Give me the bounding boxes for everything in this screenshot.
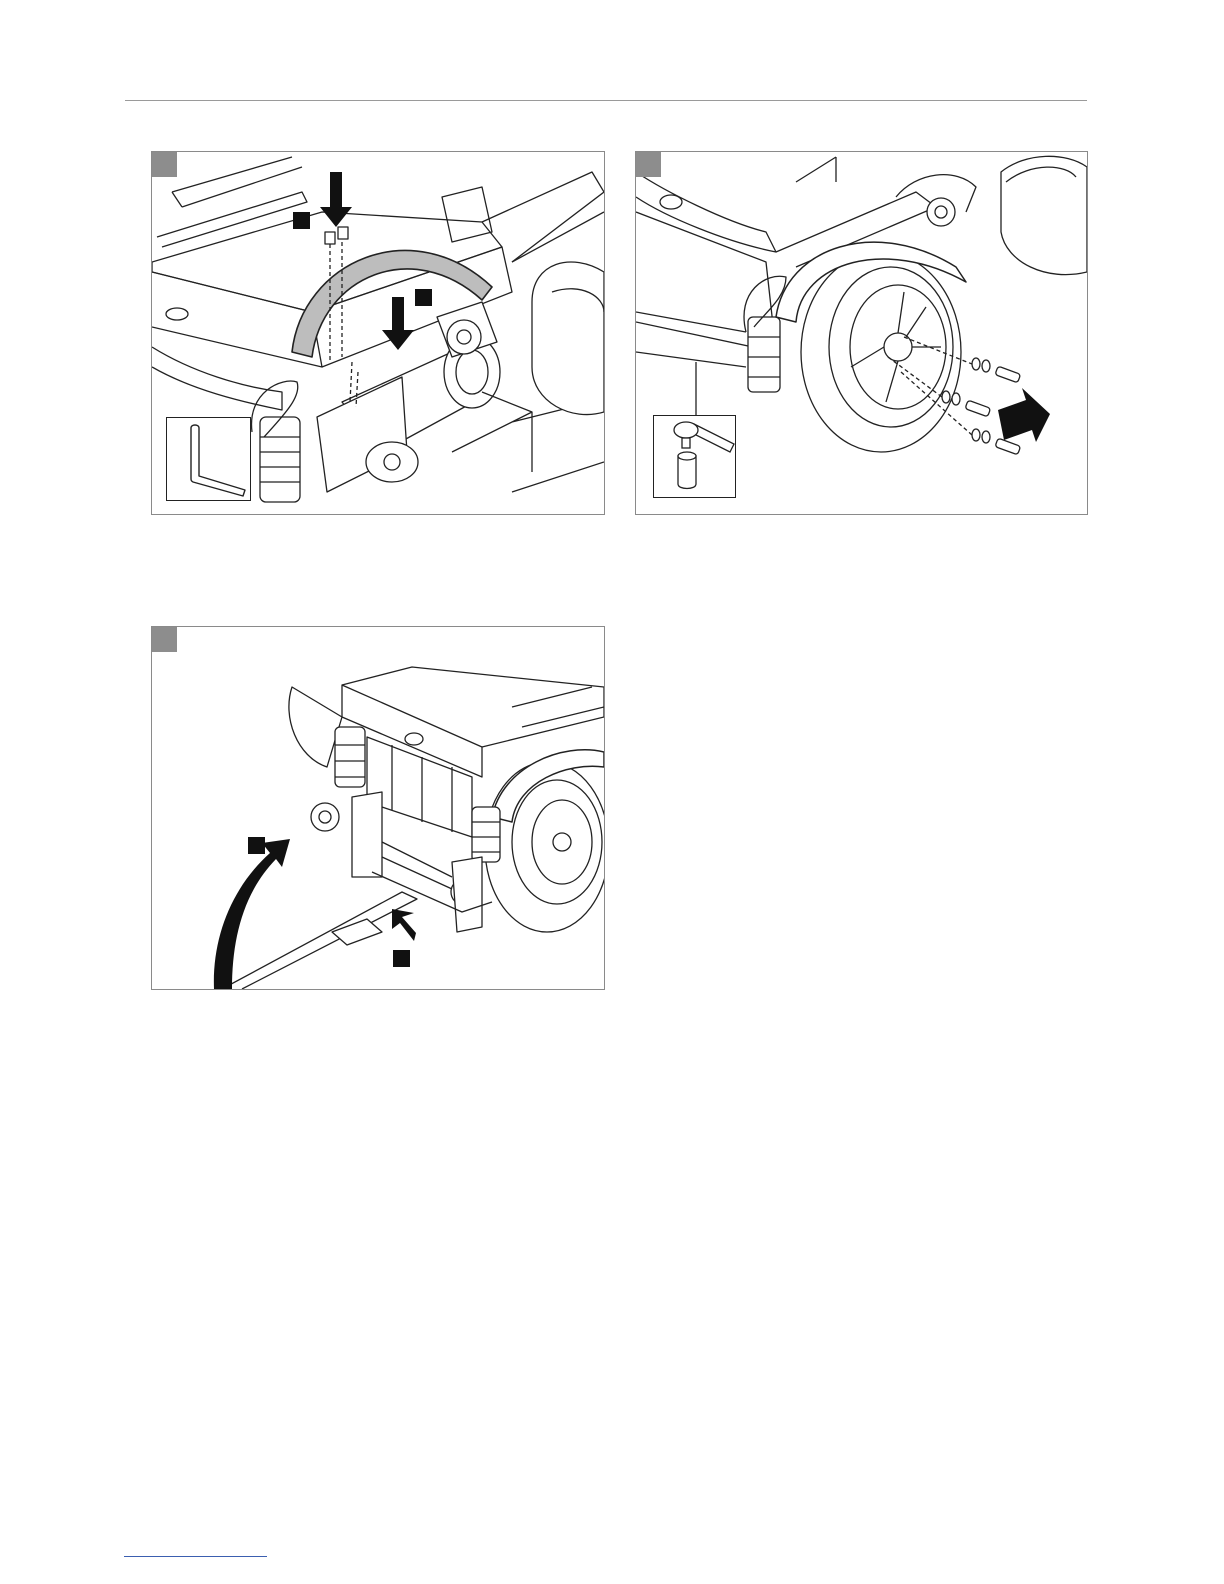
top-rule bbox=[125, 100, 1087, 101]
torque-wrench-inset bbox=[653, 415, 736, 498]
step-marker-1 bbox=[248, 837, 265, 854]
chassis-lifting-illustration bbox=[152, 627, 604, 989]
arrow-icon bbox=[998, 388, 1050, 442]
arrow-icon bbox=[392, 909, 416, 941]
figure-2-wheel-mounting bbox=[635, 151, 1088, 515]
figure-3-chassis-lifting bbox=[151, 626, 605, 990]
footer-link-line[interactable] bbox=[124, 1556, 267, 1557]
figure-tab bbox=[151, 626, 177, 652]
figure-tab bbox=[151, 151, 177, 177]
arrow-icon bbox=[214, 839, 290, 989]
figure-tab bbox=[635, 151, 661, 177]
step-marker-1 bbox=[293, 212, 310, 229]
figure-1-fender-mounting bbox=[151, 151, 605, 515]
hex-key-inset bbox=[166, 417, 251, 501]
hex-key-icon bbox=[167, 418, 250, 500]
step-marker-2 bbox=[415, 289, 432, 306]
torque-wrench-icon bbox=[654, 416, 735, 497]
step-marker-2 bbox=[393, 950, 410, 967]
